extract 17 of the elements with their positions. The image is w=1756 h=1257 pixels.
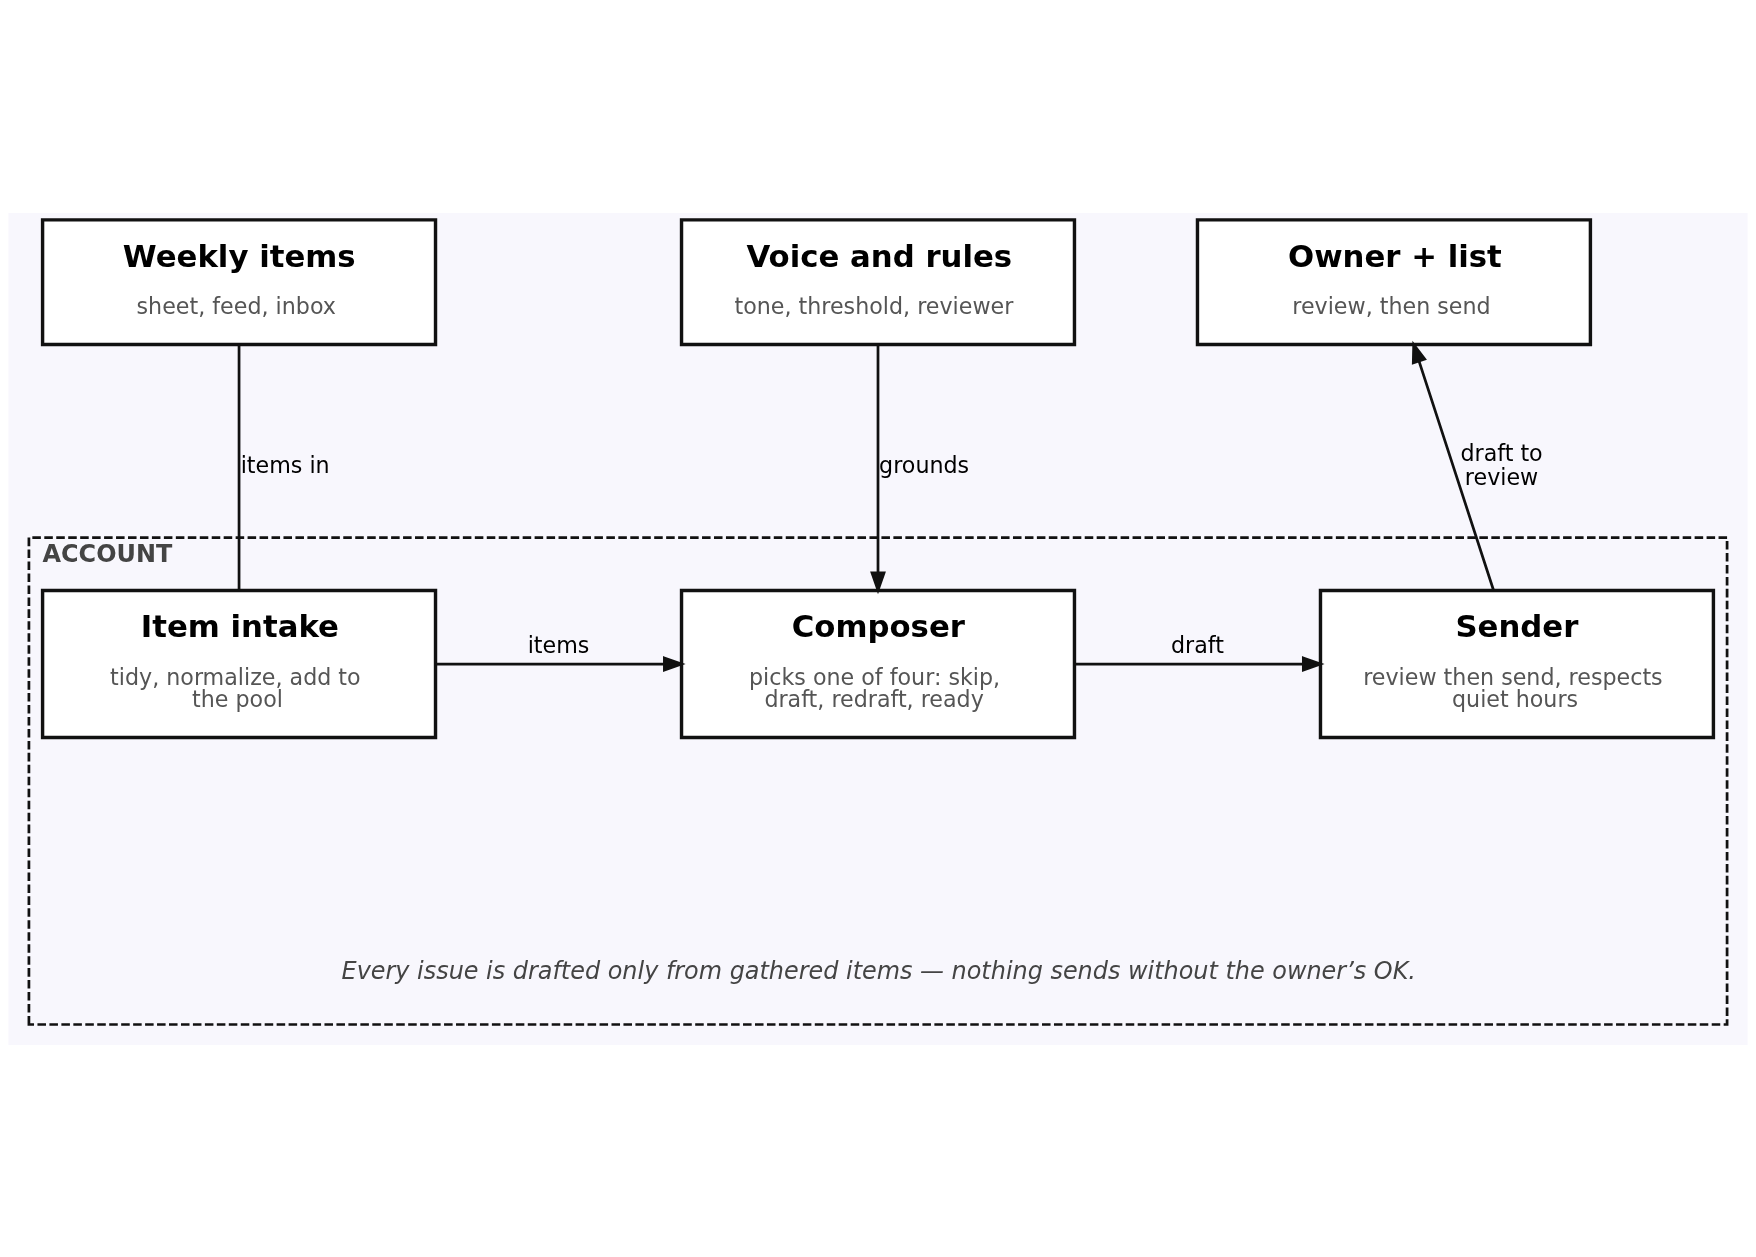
connector: [237, 344, 241, 590]
node-box: Owner + list review, then send: [1195, 217, 1593, 346]
edge-label: items: [527, 631, 590, 658]
edge-label: grounds: [879, 451, 970, 478]
edge-label: items in: [240, 451, 330, 478]
arrow: [870, 344, 886, 594]
edge-label: draft to review: [1460, 439, 1543, 490]
arrow: [1411, 340, 1495, 590]
node-box: Voice and rules tone, threshold, reviewer: [679, 217, 1077, 346]
arrow: [1074, 655, 1325, 672]
node-box: Composer picks one of four: skip, draft, redraft, ready: [679, 588, 1077, 739]
node-box: Weekly items sheet, feed, inbox: [40, 217, 438, 346]
edge-label: draft: [1171, 631, 1224, 658]
node-box: Item intake tidy, normalize, add to the pool: [40, 588, 438, 739]
node-box: Sender review then send, respects quiet hours: [1318, 588, 1716, 739]
label: Every issue is drafted only from gathered items — nothing sends without the owner’s OK.: [341, 956, 1416, 985]
arrow: [435, 655, 686, 672]
